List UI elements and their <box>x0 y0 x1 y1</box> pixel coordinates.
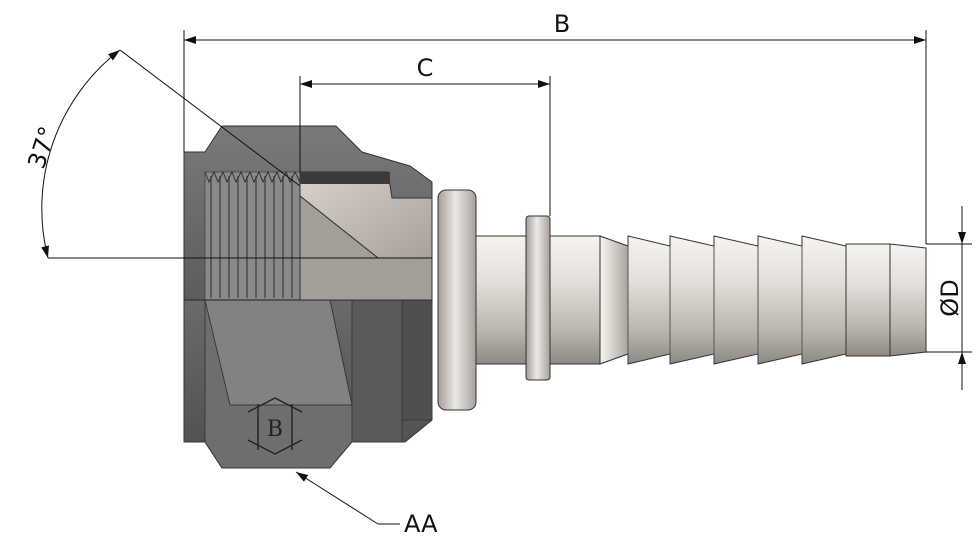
barb-6 <box>801 235 847 365</box>
barb-5 <box>757 235 803 365</box>
hose-tail <box>549 235 927 365</box>
barb-3 <box>669 235 715 365</box>
tail-chamfer <box>889 243 927 357</box>
nipple-section <box>299 171 433 301</box>
dimension-c <box>299 76 551 216</box>
dimension-d <box>926 206 972 390</box>
hex-facet-side <box>351 299 403 443</box>
svg-text:B: B <box>267 417 283 442</box>
barb-4 <box>713 235 759 365</box>
tail-shank <box>549 235 601 365</box>
stop-ring <box>525 215 551 381</box>
cone-lower <box>299 194 433 301</box>
barb-1 <box>599 235 629 365</box>
dimension-b <box>183 30 927 244</box>
dimension-c-label: C <box>417 54 434 82</box>
cone-top-band <box>300 172 390 184</box>
thread-bore <box>204 171 301 301</box>
diameter-label: ØD <box>936 279 964 316</box>
hex-facet-edge <box>401 299 433 421</box>
hex-facet-top <box>204 299 353 406</box>
neck <box>475 235 529 365</box>
barb-2 <box>627 235 671 365</box>
thread-teeth <box>204 170 301 184</box>
callout-aa-label: AA <box>404 510 438 538</box>
dimension-b-label: B <box>554 10 570 38</box>
tail-end <box>845 243 891 357</box>
thread-lines <box>210 176 293 298</box>
angle-label: 37° <box>23 123 63 172</box>
nut-body <box>183 125 433 469</box>
collar-flange <box>437 189 477 411</box>
brand-logo-engraving: B <box>247 397 303 455</box>
angle-dimension <box>41 49 432 259</box>
callout-aa-leader <box>295 471 400 525</box>
